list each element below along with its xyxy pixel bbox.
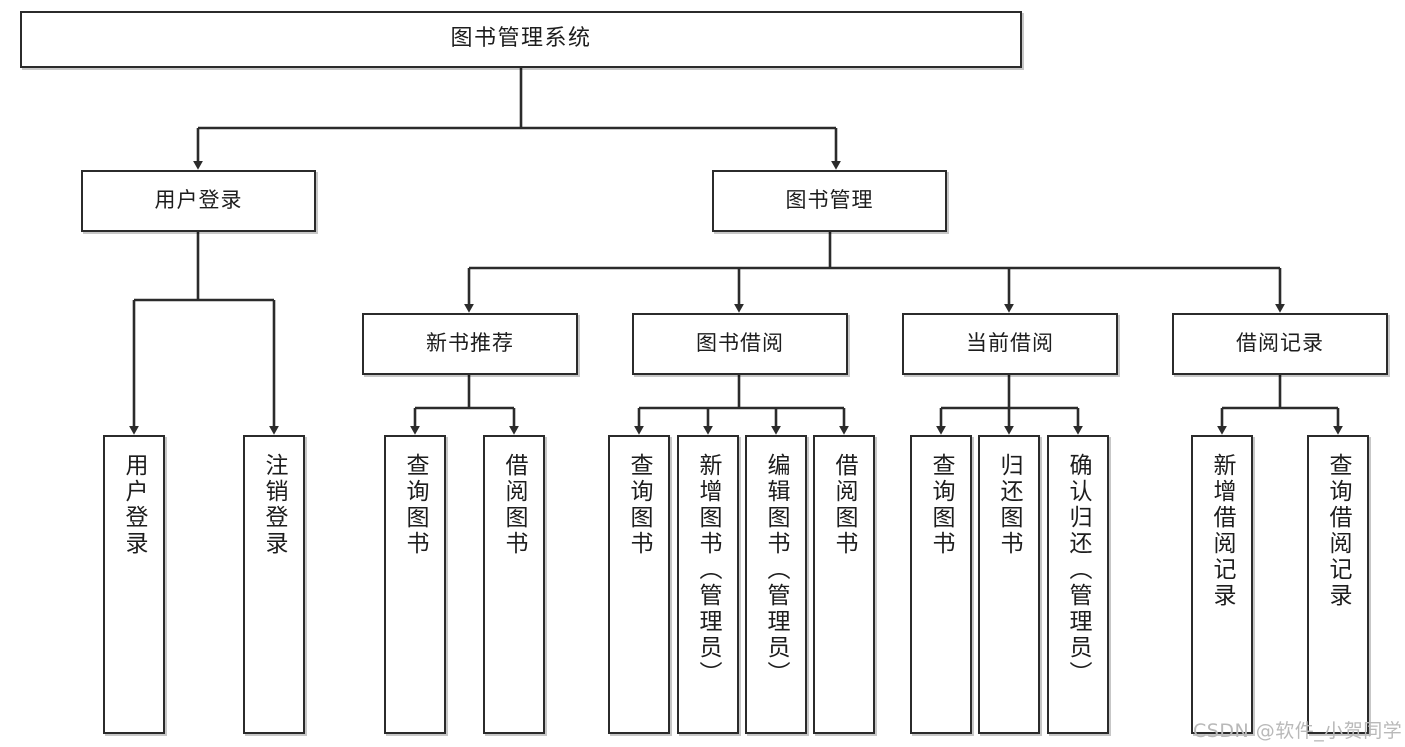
node-borrow-record-label: 借阅记录 (1236, 331, 1324, 356)
leaf-user-login-1-label: 用户登录 (121, 453, 148, 557)
node-book-borrow-label: 图书借阅 (696, 331, 784, 356)
leaf-current-borrow-2-label: 归还图书 (996, 453, 1023, 557)
leaf-current-borrow-1-label: 查询图书 (928, 453, 955, 557)
node-root[interactable]: 图书管理系统 (20, 11, 1022, 68)
node-root-label: 图书管理系统 (450, 26, 592, 52)
leaf-book-borrow-3-label: 编辑图书（管理员） (763, 453, 790, 687)
leaf-borrow-record-2[interactable]: 查询借阅记录 (1307, 435, 1369, 734)
leaf-user-login-1[interactable]: 用户登录 (103, 435, 165, 734)
leaf-book-borrow-4-label: 借阅图书 (831, 453, 858, 557)
node-borrow-record[interactable]: 借阅记录 (1172, 313, 1388, 375)
leaf-book-borrow-2[interactable]: 新增图书（管理员） (677, 435, 739, 734)
node-user-login-label: 用户登录 (154, 188, 243, 213)
node-book-manage[interactable]: 图书管理 (712, 170, 947, 232)
leaf-borrow-record-1[interactable]: 新增借阅记录 (1191, 435, 1253, 734)
leaf-current-borrow-3-label: 确认归还（管理员） (1065, 453, 1092, 687)
leaf-user-login-2-label: 注销登录 (261, 453, 288, 557)
node-current-borrow[interactable]: 当前借阅 (902, 313, 1118, 375)
leaf-new-book-1-label: 查询图书 (402, 453, 429, 557)
leaf-user-login-2[interactable]: 注销登录 (243, 435, 305, 734)
node-current-borrow-label: 当前借阅 (966, 331, 1054, 356)
leaf-book-borrow-4[interactable]: 借阅图书 (813, 435, 875, 734)
node-book-manage-label: 图书管理 (785, 188, 874, 213)
leaf-current-borrow-2[interactable]: 归还图书 (978, 435, 1040, 734)
node-new-book-recommend-label: 新书推荐 (426, 331, 514, 356)
leaf-borrow-record-1-label: 新增借阅记录 (1209, 453, 1236, 609)
leaf-book-borrow-1[interactable]: 查询图书 (608, 435, 670, 734)
leaf-book-borrow-3[interactable]: 编辑图书（管理员） (745, 435, 807, 734)
node-book-borrow[interactable]: 图书借阅 (632, 313, 848, 375)
leaf-borrow-record-2-label: 查询借阅记录 (1325, 453, 1352, 609)
node-new-book-recommend[interactable]: 新书推荐 (362, 313, 578, 375)
leaf-book-borrow-1-label: 查询图书 (626, 453, 653, 557)
csdn-watermark: CSDN @软件_小贺同学 (1193, 720, 1403, 742)
leaf-current-borrow-1[interactable]: 查询图书 (910, 435, 972, 734)
leaf-new-book-1[interactable]: 查询图书 (384, 435, 446, 734)
leaf-book-borrow-2-label: 新增图书（管理员） (695, 453, 722, 687)
leaf-current-borrow-3[interactable]: 确认归还（管理员） (1047, 435, 1109, 734)
leaf-new-book-2-label: 借阅图书 (501, 453, 528, 557)
node-user-login[interactable]: 用户登录 (81, 170, 316, 232)
leaf-new-book-2[interactable]: 借阅图书 (483, 435, 545, 734)
